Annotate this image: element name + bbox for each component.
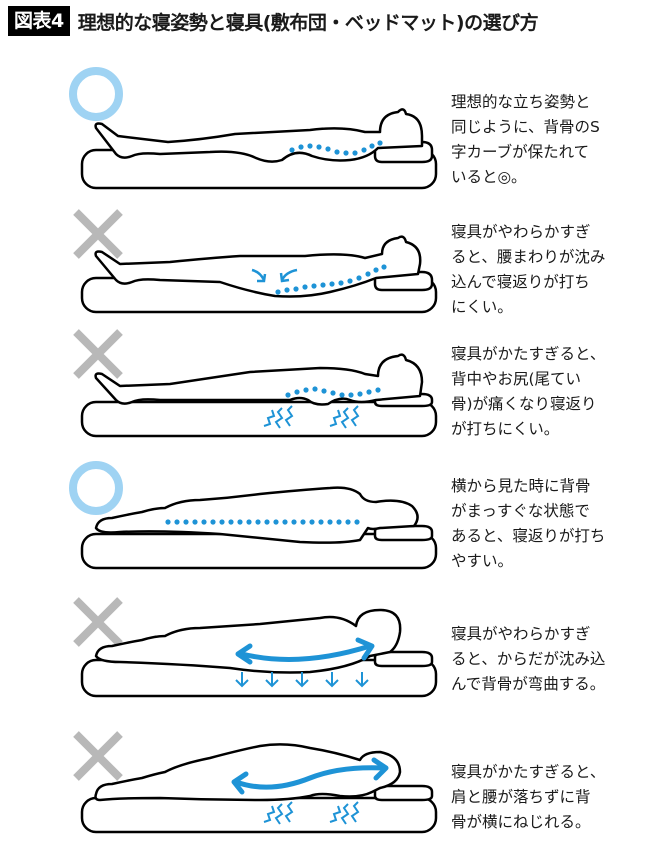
figure-number-badge: 図表4 [8, 6, 70, 36]
panel-supine-ideal: 理想的な立ち姿勢と 同じように、背骨のS 字カーブが保たれて いると◎。 [0, 62, 670, 192]
sinking-arrows-icon [235, 672, 369, 688]
side-too-soft-illustration [80, 608, 438, 698]
bent-spine-arrow [239, 643, 373, 662]
supine-ideal-illustration [80, 108, 438, 190]
spine-dots [285, 386, 381, 398]
cross-bad-icon [73, 731, 123, 781]
pain-zigzag-icon [263, 801, 360, 825]
cross-bad-icon [73, 329, 123, 379]
supine-too-hard-illustration [80, 353, 438, 438]
spine-dots [289, 140, 383, 156]
panel-side-too-hard: 寝具がかたすぎると、 肩と腰が落ちずに背 骨が横にねじれる。 [0, 722, 670, 857]
circle-good-icon [69, 67, 123, 121]
supine-too-soft-illustration [80, 235, 438, 314]
spine-dots [275, 264, 387, 295]
side-ideal-illustration [80, 486, 438, 570]
caption-supine-ideal: 理想的な立ち姿勢と 同じように、背骨のS 字カーブが保たれて いると◎。 [451, 93, 600, 186]
caption-supine-too-hard: 寝具がかたすぎると、 背中やお尻(尾てい 骨)が痛くなり寝返り が打ちにくい。 [451, 345, 606, 438]
caption-side-too-hard: 寝具がかたすぎると、 肩と腰が落ちずに背 骨が横にねじれる。 [451, 763, 606, 831]
figure-title: 理想的な寝姿勢と寝具(敷布団・ベッドマット)の選び方 [77, 11, 539, 34]
caption-side-ideal: 横から見た時に背骨 がまっすぐな状態で あると、寝返りが打ち やすい。 [451, 477, 606, 570]
panel-supine-too-soft: 寝具がやわらかすぎ ると、腰まわりが沈み 込んで寝返りが打ち にくい。 [0, 200, 670, 320]
twisted-spine-arrow [233, 765, 387, 790]
circle-good-icon [69, 461, 123, 515]
pain-zigzag-icon [263, 405, 360, 429]
cross-bad-icon [73, 209, 123, 259]
spine-dots [165, 519, 360, 525]
figure-header: 図表4 理想的な寝姿勢と寝具(敷布団・ベッドマット)の選び方 [8, 6, 539, 36]
sinking-arrows-icon [251, 268, 298, 283]
panel-supine-too-hard: 寝具がかたすぎると、 背中やお尻(尾てい 骨)が痛くなり寝返り が打ちにくい。 [0, 320, 670, 450]
cross-bad-icon [73, 597, 123, 647]
side-too-hard-illustration [80, 743, 438, 834]
caption-supine-too-soft: 寝具がやわらかすぎ ると、腰まわりが沈み 込んで寝返りが打ち にくい。 [451, 223, 606, 316]
panel-side-ideal: 横から見た時に背骨 がまっすぐな状態で あると、寝返りが打ち やすい。 [0, 456, 670, 576]
panel-side-too-soft: 寝具がやわらかすぎ ると、からだが沈み込 んで背骨が弯曲する。 [0, 588, 670, 708]
caption-side-too-soft: 寝具がやわらかすぎ ると、からだが沈み込 んで背骨が弯曲する。 [451, 625, 606, 693]
